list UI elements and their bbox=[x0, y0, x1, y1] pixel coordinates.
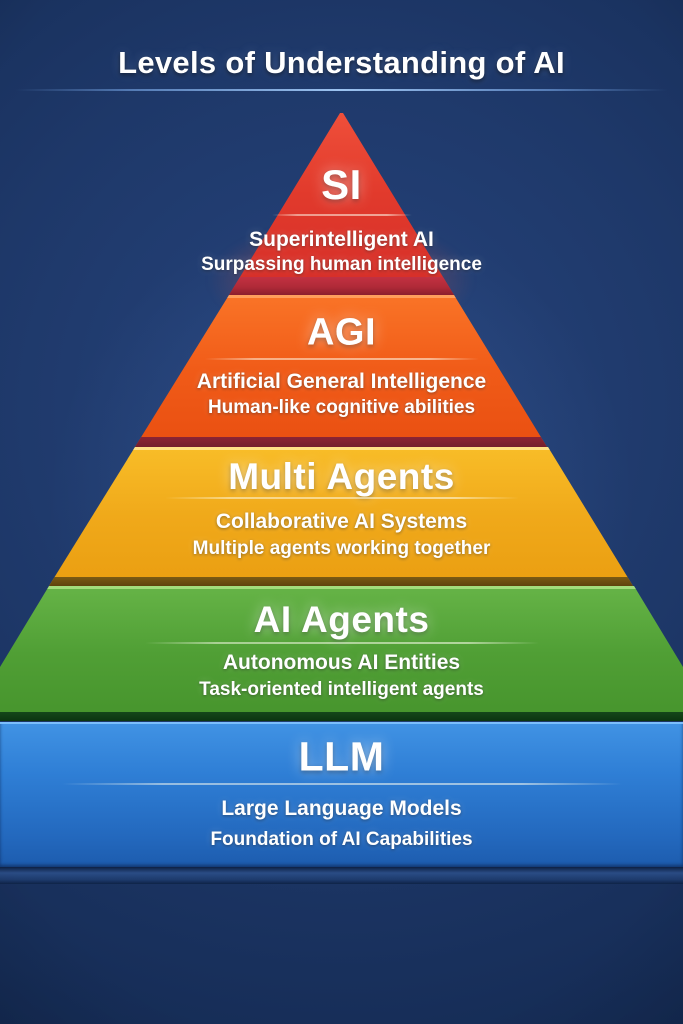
agi-divider-line bbox=[205, 358, 479, 360]
pyramid-level-llm-shape bbox=[0, 722, 683, 884]
si-level-title: SI bbox=[321, 161, 362, 208]
agi-subtitle-2: Human-like cognitive abilities bbox=[207, 397, 476, 418]
multi-agents-subtitle-2: Multiple agents working together bbox=[192, 538, 491, 559]
llm-level-title: LLM bbox=[298, 733, 385, 780]
llm-band-body bbox=[0, 722, 683, 867]
pyramid-level-multi-agents-shape bbox=[49, 447, 633, 586]
agi-subtitle-1: Artificial General Intelligence bbox=[196, 370, 487, 393]
ai-agents-bottom-edge bbox=[0, 712, 683, 721]
agi-level-title: AGI bbox=[306, 311, 377, 354]
agi-bottom-edge bbox=[135, 437, 547, 447]
ai-agents-divider-line bbox=[145, 642, 539, 644]
llm-subtitle-2: Foundation of AI Capabilities bbox=[210, 829, 473, 850]
multi-agents-top-highlight bbox=[49, 447, 633, 450]
multi-agents-bottom-edge bbox=[49, 577, 633, 586]
llm-divider-line bbox=[62, 783, 622, 785]
si-subtitle-2: Surpassing human intelligence bbox=[201, 254, 482, 275]
ai-agents-subtitle-2: Task-oriented intelligent agents bbox=[199, 679, 484, 700]
multi-agents-subtitle-1: Collaborative AI Systems bbox=[215, 510, 468, 533]
agi-top-highlight bbox=[135, 295, 547, 298]
multi-agents-level-title: Multi Agents bbox=[228, 456, 455, 497]
si-subtitle-1: Superintelligent AI bbox=[249, 228, 434, 251]
pyramid-level-ai-agents-shape bbox=[0, 586, 683, 721]
ai-agents-top-highlight bbox=[0, 586, 683, 589]
si-bottom-edge bbox=[229, 277, 454, 295]
si-divider-line bbox=[272, 214, 412, 216]
ai-agents-level-title: AI Agents bbox=[253, 599, 430, 640]
ai-agents-subtitle-1: Autonomous AI Entities bbox=[222, 651, 461, 674]
multi-agents-divider-line bbox=[165, 497, 519, 499]
llm-subtitle-1: Large Language Models bbox=[221, 797, 462, 820]
title-underline-rule bbox=[16, 89, 667, 91]
llm-base-edge bbox=[0, 867, 683, 884]
page-title: Levels of Understanding of AI bbox=[118, 45, 565, 80]
